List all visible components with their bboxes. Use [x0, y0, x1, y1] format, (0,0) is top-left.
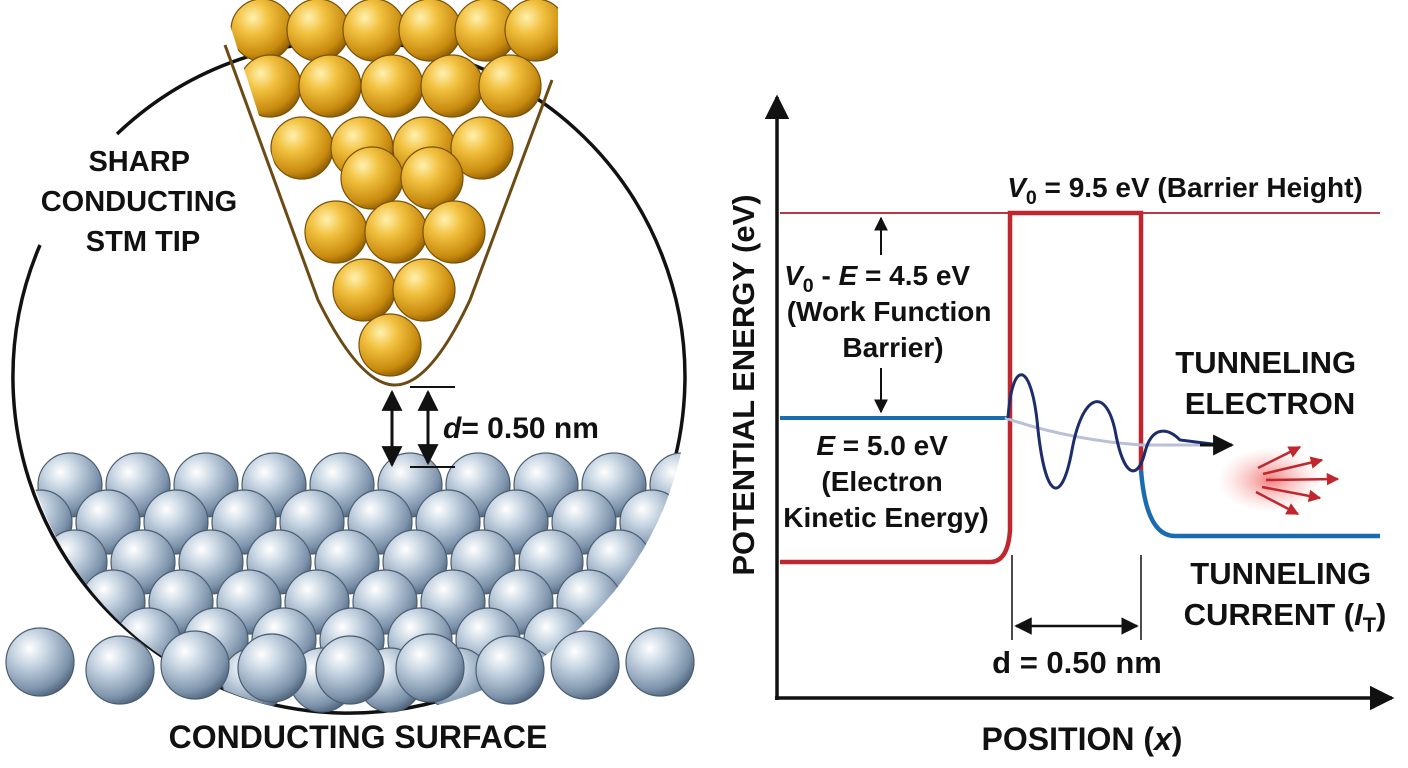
surface-atom [160, 630, 230, 700]
transmitted-energy-line [1138, 469, 1380, 539]
tip-atom [358, 313, 422, 377]
surface-atom [17, 569, 78, 635]
potential-barrier [780, 210, 1144, 565]
surface-atom [5, 627, 75, 697]
tip-atom [400, 146, 464, 210]
gap-measurement: d= 0.50 nm [381, 386, 599, 468]
surface-atom [654, 529, 689, 595]
tip-atom [230, 0, 294, 62]
wavefunction [1006, 373, 1221, 490]
surface-atom [550, 630, 620, 700]
tip-atom [504, 0, 558, 62]
tip-atom [398, 0, 462, 62]
surface-atom [237, 633, 307, 703]
x-axis-label: POSITION (x) [982, 721, 1183, 757]
surface-atom [85, 635, 155, 705]
tunneling-electron-glow [1218, 445, 1340, 516]
stm-tip-atoms [230, 0, 558, 377]
tip-atom [364, 200, 428, 264]
tip-atom [360, 54, 424, 118]
tip-atom [450, 116, 514, 180]
surface-atom [625, 627, 695, 697]
surface-atom [395, 633, 465, 703]
stm-tip-outline [223, 44, 554, 387]
tip-atom [332, 258, 396, 322]
tip-atom [420, 54, 484, 118]
tip-atom [392, 258, 456, 322]
surface-atom [624, 569, 689, 635]
surface-atoms-front-row [5, 627, 695, 705]
barrier-height-label: V0 = 9.5 eV (Barrier Height) [1007, 172, 1363, 209]
tip-atom [342, 0, 406, 62]
tunneling-current-label: TUNNELING CURRENT (IT) [1184, 556, 1387, 637]
tip-atom [286, 0, 350, 62]
decay-envelope [1004, 416, 1210, 447]
gap-label: d= 0.50 nm [443, 412, 599, 445]
tip-atom [304, 200, 368, 264]
surface-atom [315, 635, 385, 705]
width-label: d = 0.50 nm [992, 645, 1162, 680]
surface-label: CONDUCTING SURFACE [169, 719, 548, 755]
tip-atom [298, 54, 362, 118]
tip-atom [270, 116, 334, 180]
tip-label: SHARP CONDUCTING STM TIP [41, 146, 246, 258]
work-function-label: V0 - E = 4.5 eV (Work Function Barrier) [784, 260, 999, 363]
tip-atom [478, 54, 542, 118]
tunneling-electron-label: TUNNELING ELECTRON [1175, 345, 1364, 421]
electron-energy-label: E = 5.0 eV (Electron Kinetic Energy) [783, 430, 988, 533]
surface-atom [475, 635, 545, 705]
tip-atom [422, 200, 486, 264]
magnified-view: d= 0.50 nm SHARP CONDUCTING STM TIP COND… [5, 0, 695, 755]
energy-diagram: POTENTIAL ENERGY (eV) POSITION (x) d = 0… [726, 94, 1395, 757]
y-axis-label: POTENTIAL ENERGY (eV) [726, 194, 761, 575]
tip-atom [340, 146, 404, 210]
